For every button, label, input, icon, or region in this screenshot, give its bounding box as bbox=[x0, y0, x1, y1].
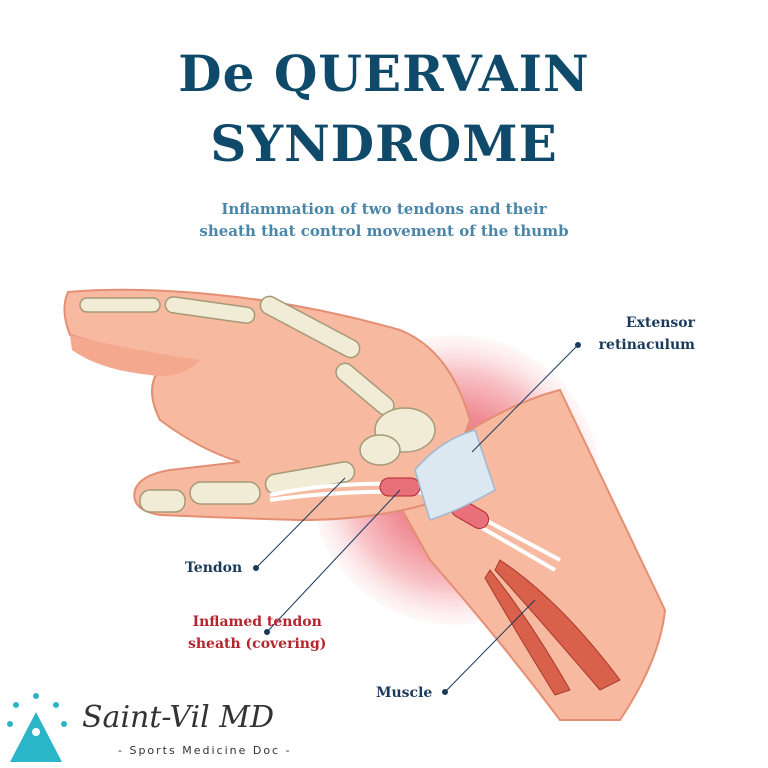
subtitle-line-1: Inflammation of two tendons and their bbox=[221, 200, 547, 218]
label-muscle: Muscle bbox=[376, 685, 433, 701]
brand-tagline: - Sports Medicine Doc - bbox=[118, 744, 292, 757]
label-extensor-line-1: Extensor bbox=[625, 315, 695, 331]
label-inflamed-line-2: sheath (covering) bbox=[188, 636, 327, 652]
label-extensor-retinaculum: Extensor retinaculum bbox=[585, 312, 695, 356]
bones bbox=[79, 295, 436, 513]
label-tendon: Tendon bbox=[185, 560, 243, 576]
muscle bbox=[484, 559, 621, 696]
title-line-2: SYNDROME bbox=[210, 114, 558, 173]
logo-icon bbox=[7, 693, 67, 762]
subtitle-line-2: sheath that control movement of the thum… bbox=[199, 222, 569, 240]
label-inflamed-sheath: Inflamed tendon sheath (covering) bbox=[188, 611, 326, 655]
title-line-1: De QUERVAIN bbox=[178, 44, 590, 103]
subtitle: Inflammation of two tendons and their sh… bbox=[0, 198, 768, 242]
brand-name: Saint-Vil MD bbox=[82, 700, 274, 735]
label-inflamed-line-1: Inflamed tendon bbox=[192, 614, 322, 630]
extensor-retinaculum bbox=[414, 429, 496, 521]
finger bbox=[70, 335, 200, 376]
label-extensor-line-2: retinaculum bbox=[598, 337, 695, 353]
